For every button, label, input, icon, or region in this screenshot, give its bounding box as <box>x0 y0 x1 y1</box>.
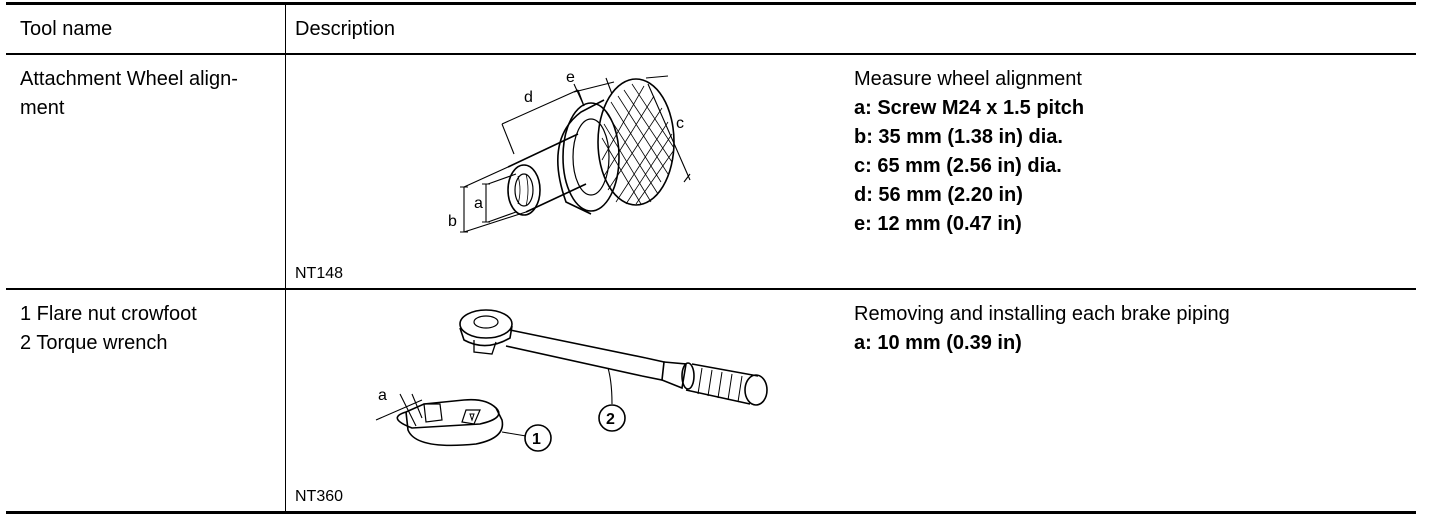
wrench-grip <box>661 361 687 390</box>
wheel-alignment-attachment-figure: a b c d e <box>448 69 691 233</box>
crowfoot-torque-wrench-figure: a 1 2 <box>375 309 768 452</box>
spec-line: b: 35 mm (1.38 in) dia. <box>854 126 1063 148</box>
figure-label-a: a <box>474 195 483 212</box>
figure-code: NT148 <box>295 265 344 282</box>
figure-code: NT360 <box>295 488 344 505</box>
header-bottom-rule <box>6 53 1416 55</box>
spec-line: e: 12 mm (0.47 in) <box>854 213 1022 235</box>
dimension-c <box>645 75 691 183</box>
spec-line: d: 56 mm (2.20 in) <box>854 184 1023 206</box>
figure-label-d: d <box>524 89 533 106</box>
disc-body <box>557 99 605 215</box>
wrench-shaft <box>505 329 647 377</box>
figure-label-c: c <box>676 115 684 132</box>
dimension-b <box>460 166 527 233</box>
callout-1-circle <box>524 424 552 452</box>
table-top-rule <box>6 2 1416 5</box>
crowfoot-body <box>396 398 500 429</box>
column-divider <box>285 2 286 514</box>
callout-2-label: 2 <box>606 411 615 428</box>
disc-back <box>597 78 675 206</box>
tool-name-line: ment <box>20 97 65 119</box>
callout-2-circle <box>598 404 626 432</box>
table-bottom-rule <box>6 511 1416 514</box>
tool-name-line: Attachment Wheel align- <box>20 68 238 90</box>
leader-2 <box>607 367 613 405</box>
dimension-d <box>501 89 585 155</box>
spec-line: a: 10 mm (0.39 in) <box>854 332 1022 354</box>
dimension-a <box>375 393 423 427</box>
crowfoot-jaw <box>423 403 443 423</box>
header-description: Description <box>295 18 396 40</box>
spec-line: c: 65 mm (2.56 in) dia. <box>854 155 1062 177</box>
description-text: Measure wheel alignment <box>854 68 1082 90</box>
tool-table: Tool name Description Attachment Wheel a… <box>6 0 1416 524</box>
dimension-a <box>482 173 517 223</box>
tool-name-line: 1 Flare nut crowfoot <box>20 303 197 325</box>
tool-name-line: 2 Torque wrench <box>20 332 168 354</box>
description-text: Removing and installing each brake pipin… <box>854 303 1230 325</box>
spec-line: a: Screw M24 x 1.5 pitch <box>854 97 1085 119</box>
leader-1 <box>501 431 527 437</box>
shaft-end <box>507 164 541 216</box>
row-divider <box>6 288 1416 290</box>
dimension-e <box>573 77 615 107</box>
figure-label-e: e <box>566 69 575 86</box>
disc-face <box>562 102 620 212</box>
header-tool-name: Tool name <box>20 18 113 40</box>
square-drive <box>473 340 497 355</box>
figure-label-b: b <box>448 213 457 230</box>
figure-label-a: a <box>378 387 387 404</box>
wrench-head <box>459 309 513 339</box>
grip-end <box>744 374 768 406</box>
callout-1-label: 1 <box>532 431 541 448</box>
